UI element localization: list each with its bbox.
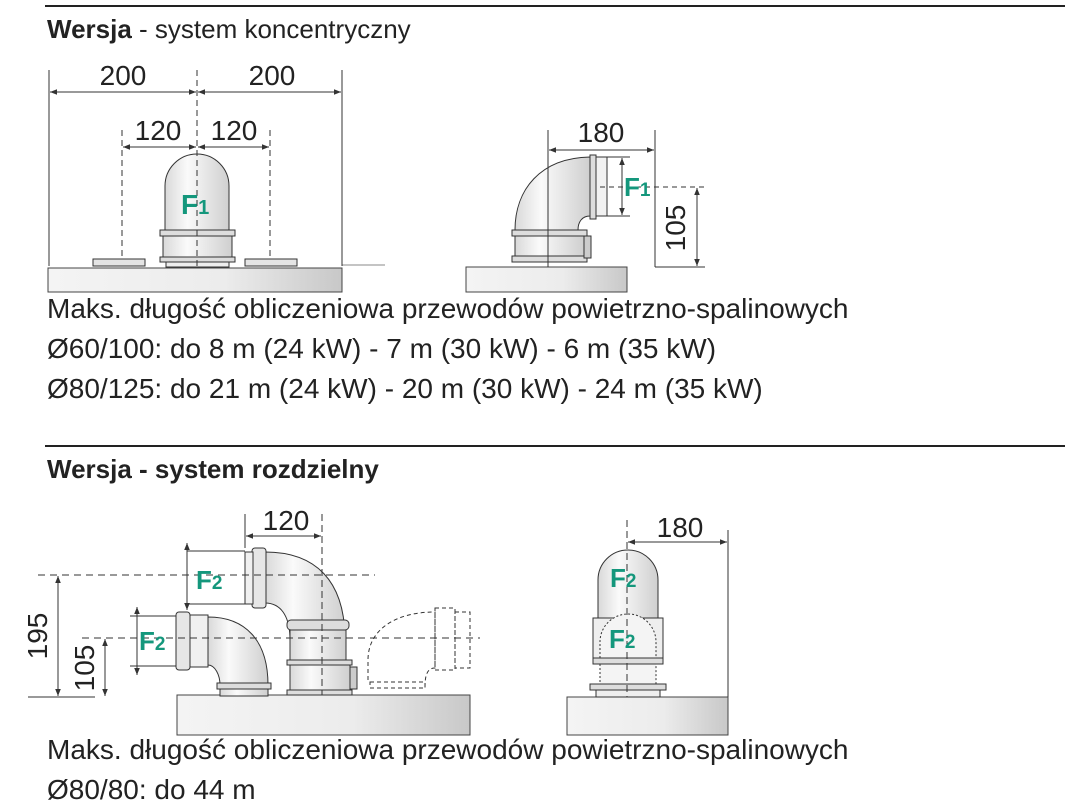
dim-separate-width: 120 [263,505,310,536]
label-f2-top: F2 [610,563,636,593]
concentric-specs: Maks. długość obliczeniowa przewodów pow… [47,289,849,409]
spec-line: Maks. długość obliczeniowa przewodów pow… [47,734,849,765]
section-title-separate: Wersja - system rozdzielny [47,454,379,485]
dim-separate-height-lower: 105 [69,645,100,692]
dim-elbow-height: 105 [660,205,691,252]
dim-outer-right: 200 [249,60,296,91]
dim-elbow-width: 180 [578,117,625,148]
label-f2-upper: F2 [196,565,222,595]
title-rest: - system koncentryczny [131,14,411,44]
concentric-vertical-drawing [47,70,385,293]
spec-line: Ø80/80: do 44 m [47,774,256,805]
concentric-elbow-drawing [465,130,705,293]
separate-elbows-drawing [28,514,480,736]
section-divider [45,445,1065,447]
label-f1-elbow: F1 [624,172,651,202]
section-divider [45,5,1065,7]
section-title-concentric: Wersja - system koncentryczny [47,14,411,45]
label-f1: F1 [181,189,209,220]
spec-line: Maks. długość obliczeniowa przewodów pow… [47,293,849,324]
label-f2-bottom: F2 [609,624,635,654]
label-f2-lower: F2 [139,626,165,656]
dim-inner-right: 120 [211,115,258,146]
dim-vertical-width: 180 [657,512,704,543]
separate-vertical-drawing [566,520,729,736]
title-bold: Wersja [47,14,132,44]
spec-line: Ø80/125: do 21 m (24 kW) - 20 m (30 kW) … [47,373,763,404]
title-bold: Wersja - system rozdzielny [47,454,379,484]
separate-specs: Maks. długość obliczeniowa przewodów pow… [47,730,849,810]
dim-separate-height-upper: 195 [22,613,53,660]
dim-outer-left: 200 [100,60,147,91]
spec-line: Ø60/100: do 8 m (24 kW) - 7 m (30 kW) - … [47,333,717,364]
dim-inner-left: 120 [135,115,182,146]
